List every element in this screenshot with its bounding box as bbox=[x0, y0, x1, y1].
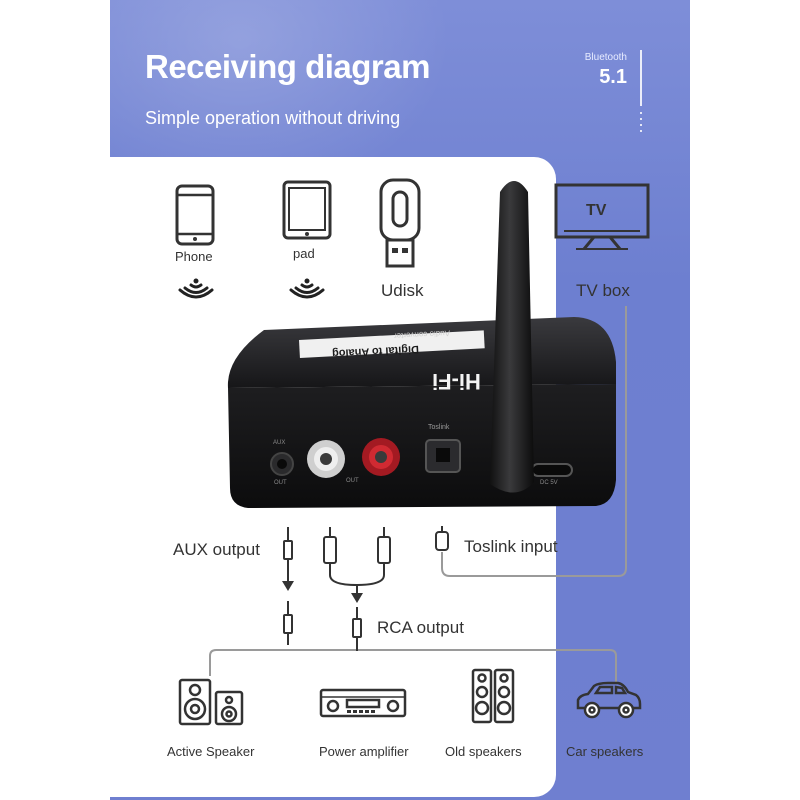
car-speakers-label: Car speakers bbox=[566, 744, 644, 759]
tv-icon bbox=[554, 183, 650, 250]
phone-icon bbox=[175, 184, 215, 246]
pad-label: pad bbox=[293, 246, 315, 261]
bluetooth-version: 5.1 bbox=[599, 66, 627, 88]
wireless-signal-icon bbox=[289, 278, 325, 299]
car-icon bbox=[576, 681, 642, 719]
tv-box-label: TV box bbox=[576, 281, 630, 300]
dac-device bbox=[227, 317, 616, 508]
tablet-icon bbox=[282, 180, 332, 240]
wireless-signal-icon bbox=[178, 278, 214, 299]
udisk-label: Udisk bbox=[381, 281, 424, 300]
power-amplifier-icon bbox=[319, 688, 407, 718]
port-aux-label: AUX bbox=[273, 440, 286, 446]
port-dc-label: DC 5V bbox=[540, 480, 558, 486]
power-amplifier-label: Power amplifier bbox=[319, 744, 409, 759]
phone-label: Phone bbox=[175, 249, 213, 264]
aux-cable-icon bbox=[282, 527, 294, 645]
rca-output-label: RCA output bbox=[377, 618, 464, 637]
antenna bbox=[490, 181, 534, 493]
page-title: Receiving diagram bbox=[145, 48, 430, 85]
old-speakers-label: Old speakers bbox=[445, 744, 522, 759]
rca-cable-icon bbox=[323, 527, 391, 651]
bluetooth-dotted-divider bbox=[640, 112, 642, 136]
hifi-logo-text: Hi-Fi bbox=[432, 369, 481, 394]
port-out-label: OUT bbox=[274, 480, 287, 486]
toslink-connector-icon bbox=[435, 526, 449, 551]
active-speaker-icon bbox=[178, 678, 244, 726]
active-speaker-label: Active Speaker bbox=[167, 744, 255, 759]
port-out-label: OUT bbox=[346, 478, 359, 484]
bluetooth-divider bbox=[640, 50, 642, 106]
old-speakers-icon bbox=[471, 668, 515, 724]
page-subtitle: Simple operation without driving bbox=[145, 108, 401, 128]
port-toslink-label: Toslink bbox=[428, 424, 450, 431]
bluetooth-label: Bluetooth bbox=[584, 52, 627, 63]
aux-output-label: AUX output bbox=[173, 540, 260, 559]
usb-drive-icon bbox=[379, 178, 421, 268]
tv-screen-text: TV bbox=[586, 202, 607, 219]
toslink-input-label: Toslink input bbox=[464, 537, 558, 556]
